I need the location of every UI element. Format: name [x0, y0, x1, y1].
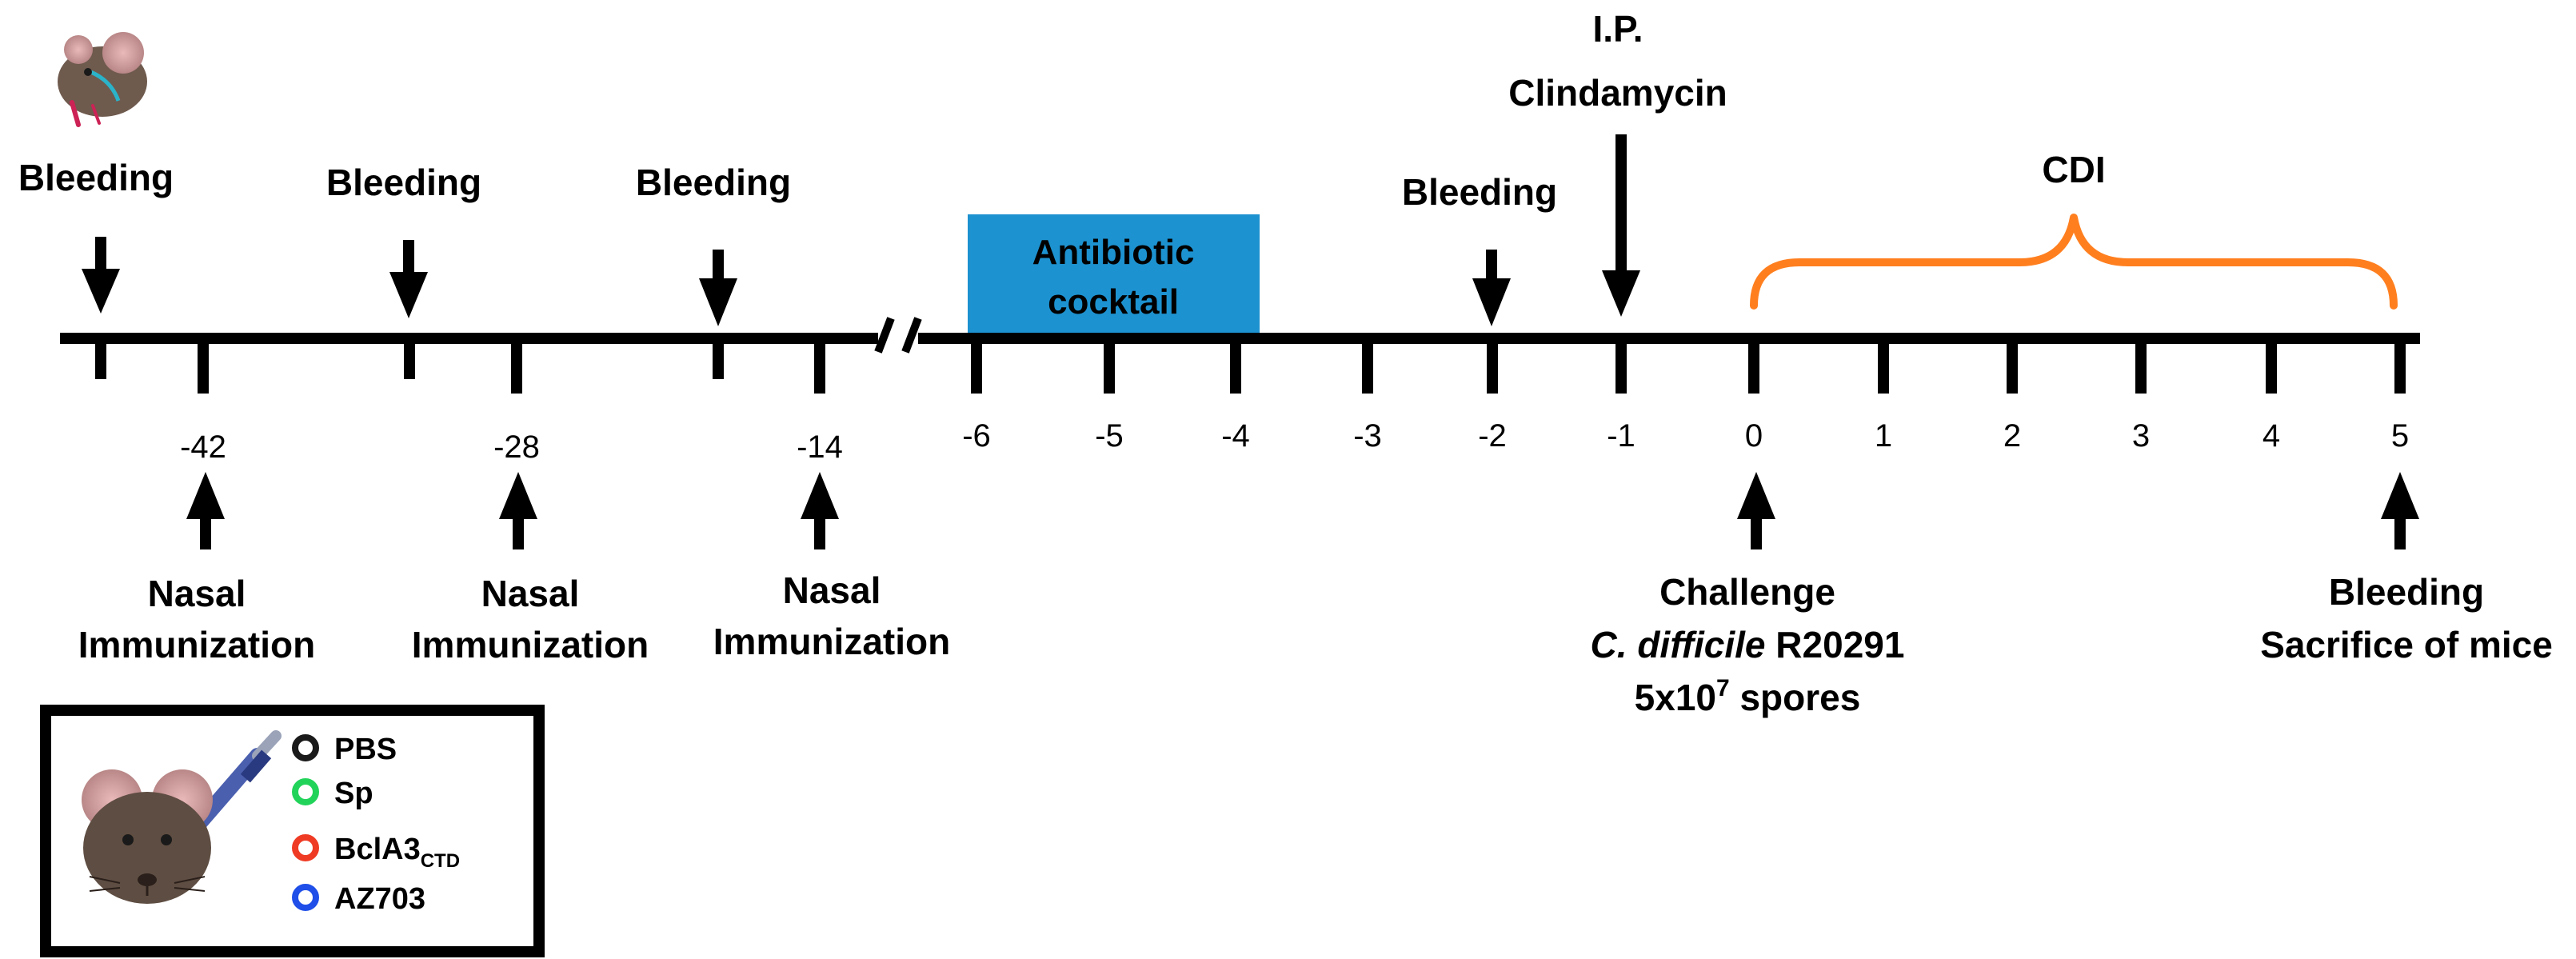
timeline-tick — [1104, 337, 1115, 394]
tick-label: -4 — [1221, 418, 1250, 454]
legend-label-main: PBS — [334, 733, 397, 766]
timeline-tick — [198, 337, 209, 394]
timeline-tick — [511, 337, 522, 394]
legend-label: Sp — [334, 777, 373, 810]
bottom-arrows — [186, 472, 2419, 549]
clindamycin-label: Clindamycin — [1508, 72, 1727, 114]
cdi-brace: CDI — [1750, 149, 2398, 310]
legend-marker — [292, 734, 319, 761]
bleeding-arrow-1 — [82, 237, 120, 314]
antibiotic-box-rect — [968, 214, 1260, 333]
timeline-tick — [1615, 337, 1627, 394]
nasal-label-2: Nasal — [481, 573, 580, 614]
timeline-tick — [404, 337, 415, 379]
immunization-arrow-1 — [186, 472, 225, 549]
timeline-tick — [1230, 337, 1241, 394]
timeline-axis — [60, 317, 2420, 354]
tick-label: -6 — [962, 418, 991, 454]
challenge-dose-label: 5x107 spores — [1635, 675, 1861, 718]
timeline-tick — [1748, 337, 1759, 394]
nasal-label-3: Nasal — [783, 569, 881, 611]
sacrifice-label: Sacrifice of mice — [2260, 624, 2553, 665]
final-arrow — [2381, 472, 2419, 549]
challenge-dose-pre: 5x10 — [1635, 677, 1716, 718]
tick-label: -42 — [180, 430, 226, 465]
bleeding-arrow-4 — [1472, 250, 1511, 326]
timeline-tick — [713, 337, 724, 379]
tick-label: 0 — [1745, 418, 1763, 454]
antibiotic-cocktail-box: Antibiotic cocktail — [968, 214, 1260, 333]
tick-label: 5 — [2391, 418, 2409, 454]
tick-label: 3 — [2132, 418, 2150, 454]
tick-label: -14 — [797, 430, 843, 465]
nasal-label-1: Nasal — [148, 573, 246, 614]
cdi-brace-path — [1750, 214, 2398, 310]
legend-label-sub: CTD — [421, 850, 460, 872]
immunization-label-2: Immunization — [412, 624, 649, 665]
timeline-tick — [2007, 337, 2018, 394]
final-bleeding-label: Bleeding — [2329, 571, 2484, 613]
clindamycin-arrow — [1602, 134, 1640, 317]
mouse-bleeding-icon — [58, 32, 147, 127]
challenge-strain-rest: R20291 — [1766, 624, 1905, 665]
bottom-labels: Nasal Immunization Nasal Immunization Na… — [78, 569, 2553, 718]
timeline-ticks — [95, 337, 2406, 394]
tick-label: -5 — [1095, 418, 1124, 454]
immunization-arrow-2 — [499, 472, 537, 549]
tick-label: -28 — [493, 430, 540, 465]
bleeding-label-3: Bleeding — [636, 162, 791, 203]
antibiotic-box-line2: cocktail — [1048, 282, 1179, 322]
challenge-strain-label: C. difficile R20291 — [1591, 624, 1905, 665]
immunization-label-3: Immunization — [713, 621, 950, 662]
tick-label: 1 — [1875, 418, 1892, 454]
legend-label-main: BclA3 — [334, 833, 421, 866]
bleeding-arrow-2 — [389, 240, 428, 318]
tick-label: -2 — [1478, 418, 1507, 454]
legend-label: BclA3CTD — [334, 833, 460, 872]
timeline-tick — [1487, 337, 1498, 394]
tick-label: -1 — [1607, 418, 1635, 454]
bleeding-label-1: Bleeding — [18, 157, 174, 198]
immunization-label-1: Immunization — [78, 624, 315, 665]
challenge-label: Challenge — [1659, 571, 1835, 613]
legend-marker — [292, 834, 319, 861]
challenge-species-italic: C. difficile — [1591, 624, 1766, 665]
timeline-tick — [1362, 337, 1373, 394]
cdi-label: CDI — [2042, 149, 2105, 190]
legend-label: PBS — [334, 733, 397, 766]
ip-label: I.P. — [1592, 8, 1643, 50]
timeline-tick — [814, 337, 825, 394]
mouse-pipette-icon — [82, 730, 282, 904]
bleeding-arrow-3 — [699, 250, 737, 326]
legend-label-main: AZ703 — [334, 882, 425, 916]
timeline-tick — [2394, 337, 2406, 394]
timeline-tick — [971, 337, 982, 394]
axis-break-icon — [874, 317, 922, 354]
legend-label-main: Sp — [334, 777, 373, 810]
legend-marker — [292, 778, 319, 805]
bleeding-label-4: Bleeding — [1402, 171, 1557, 213]
immunization-arrow-3 — [801, 472, 839, 549]
top-events: Bleeding Bleeding Bleeding Bleeding I.P.… — [18, 8, 1727, 326]
antibiotic-box-line1: Antibiotic — [1032, 233, 1195, 272]
bleeding-label-2: Bleeding — [326, 162, 481, 203]
tick-label: 4 — [2262, 418, 2280, 454]
timeline-tick — [95, 337, 106, 379]
challenge-dose-sup: 7 — [1716, 675, 1730, 701]
tick-label: -3 — [1353, 418, 1382, 454]
challenge-dose-post: spores — [1730, 677, 1861, 718]
challenge-arrow — [1737, 472, 1775, 549]
timeline-tick-labels: -42 -28 -14 -6 -5 -4 -3 -2 -1 0 1 2 3 4 5 — [180, 418, 2409, 465]
tick-label: 2 — [2003, 418, 2021, 454]
timeline-tick — [2135, 337, 2147, 394]
timeline-tick — [1878, 337, 1889, 394]
legend-marker — [292, 884, 319, 911]
legend-label: AZ703 — [334, 882, 425, 916]
timeline-tick — [2266, 337, 2277, 394]
